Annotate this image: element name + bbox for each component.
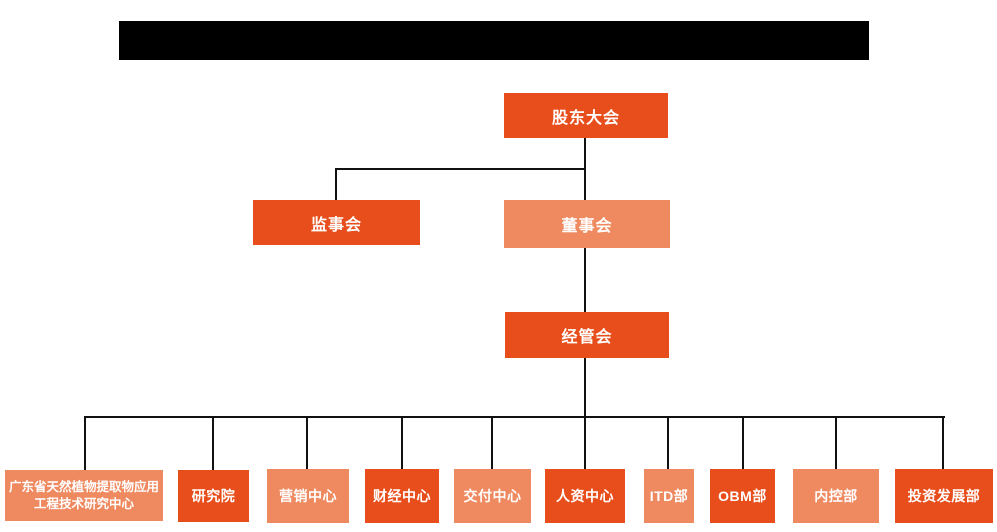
org-node-research-institute: 研究院 [178,470,249,522]
org-node-label: 交付中心 [463,488,522,504]
connector-board-to-management [584,247,586,313]
org-node-label: 经管会 [561,329,613,346]
org-node-label: 股东大会 [551,109,620,127]
org-node-supervisory-board: 监事会 [253,200,420,245]
connector-drop-internal-control [835,416,837,470]
org-node-label: 投资发展部 [907,488,981,504]
org-node-label: OBM部 [718,488,767,504]
org-node-label: 监事会 [310,216,362,234]
org-node-internal-control-department: 内控部 [793,469,879,523]
org-node-label: ITD部 [649,488,689,504]
org-node-board-of-directors: 董事会 [504,200,670,248]
org-node-itd-department: ITD部 [644,469,694,523]
org-node-management-committee: 经管会 [505,312,669,358]
connector-drop-investment-development [942,416,944,470]
connector-drop-itd-department [667,416,669,470]
org-node-label: 研究院 [191,488,236,504]
org-node-marketing-center: 营销中心 [267,469,349,523]
org-node-delivery-center: 交付中心 [454,469,531,523]
org-node-label: 广东省天然植物提取物应用工程技术研究中心 [8,480,159,511]
org-node-label: 营销中心 [279,488,337,504]
connector-drop-gd-research-center [84,416,86,470]
connector-drop-delivery-center [491,416,493,470]
connector-drop-supervisory-board [335,168,337,201]
org-node-obm-department: OBM部 [710,469,775,523]
org-node-gd-natural-plant-extract-research-center: 广东省天然植物提取物应用工程技术研究中心 [5,470,163,521]
org-node-label: 财经中心 [373,488,431,504]
connector-departments-horizontal [84,416,945,418]
org-node-investment-development-department: 投资发展部 [895,469,993,523]
redacted-title-bar [119,21,869,60]
org-node-finance-center: 财经中心 [365,469,439,523]
org-node-hr-center: 人资中心 [545,469,625,523]
connector-management-to-departments [584,358,586,470]
org-node-label: 董事会 [561,218,613,235]
connector-drop-finance-center [401,416,403,470]
connector-drop-obm-department [742,416,744,470]
org-node-label: 内控部 [814,488,858,504]
connector-drop-research-institute [212,416,214,470]
connector-branch-horizontal [335,168,586,170]
org-node-shareholders-meeting: 股东大会 [504,93,668,138]
org-node-label: 人资中心 [556,488,614,504]
connector-drop-marketing-center [306,416,308,470]
